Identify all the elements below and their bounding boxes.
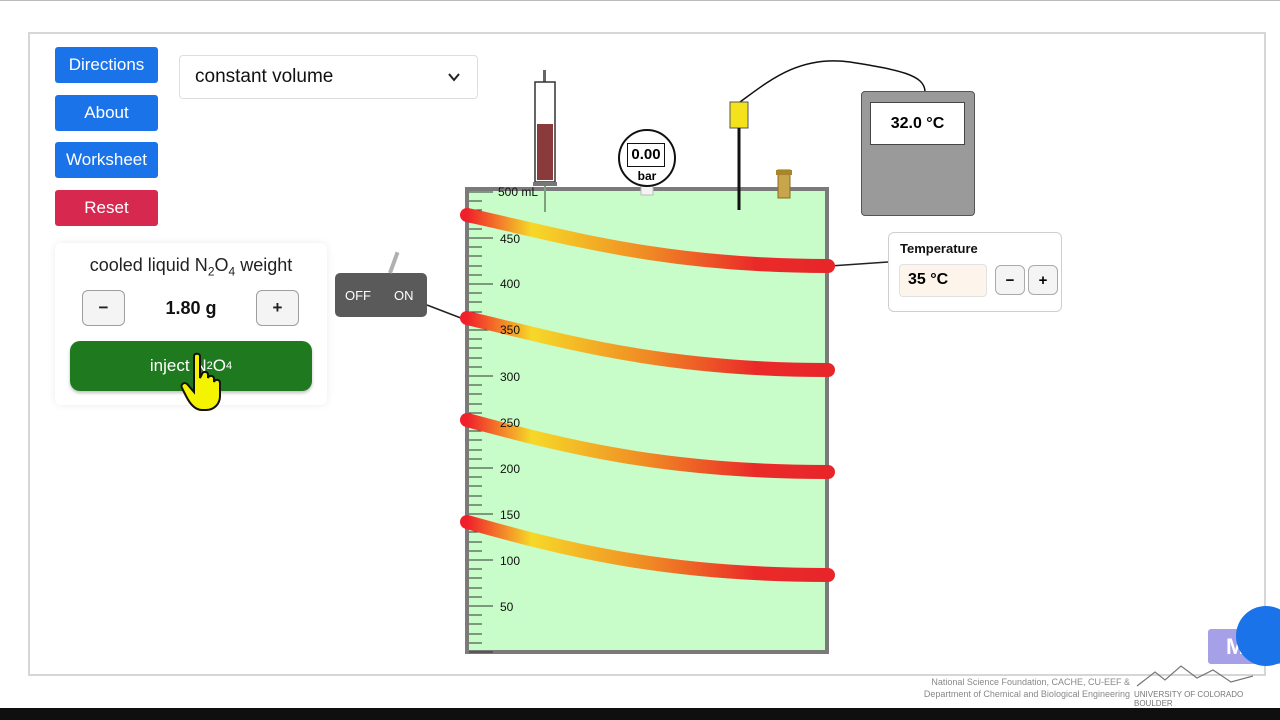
scale-label-100: 100 bbox=[500, 554, 521, 568]
switch-off-label: OFF bbox=[345, 288, 371, 303]
thermometer-display: 32.0 °C bbox=[870, 102, 965, 145]
worksheet-button[interactable]: Worksheet bbox=[55, 142, 158, 178]
temperature-title: Temperature bbox=[900, 241, 978, 256]
scale-label-450: 450 bbox=[500, 232, 521, 246]
weight-value: 1.80 g bbox=[165, 298, 217, 318]
temperature-decrease-button[interactable]: − bbox=[995, 265, 1025, 295]
heater-switch[interactable]: OFF ON bbox=[335, 251, 427, 317]
scale-label-200: 200 bbox=[500, 462, 521, 476]
floating-action-button[interactable] bbox=[1236, 606, 1280, 666]
directions-button[interactable]: Directions bbox=[55, 47, 158, 83]
pressure-value: 0.00 bbox=[627, 143, 665, 167]
scale-label-400: 400 bbox=[500, 277, 521, 291]
footer-credits: National Science Foundation, CACHE, CU-E… bbox=[923, 677, 1130, 699]
mode-select-value: constant volume bbox=[195, 66, 334, 87]
temperature-control: Temperature 35 °C − + bbox=[888, 232, 1062, 312]
mountain-logo-icon bbox=[1136, 665, 1254, 687]
chevron-down-icon bbox=[448, 73, 460, 82]
thermometer-readout: 32.0 °C bbox=[861, 91, 975, 216]
weight-decrease-button[interactable]: − bbox=[82, 290, 125, 326]
scale-label-350: 350 bbox=[500, 323, 521, 337]
scale-label-150: 150 bbox=[500, 508, 521, 522]
temperature-value[interactable]: 35 °C bbox=[899, 264, 987, 297]
footer-university-logo: UNIVERSITY OF COLORADO BOULDER bbox=[1134, 690, 1244, 708]
injection-title: cooled liquid N2O4 weight bbox=[89, 255, 293, 279]
top-divider bbox=[0, 0, 1280, 1]
pressure-unit: bar bbox=[637, 169, 657, 183]
injection-panel: cooled liquid N2O4 weight − 1.80 g + inj… bbox=[55, 243, 327, 405]
pressure-gauge: 0.00 bar bbox=[618, 129, 676, 187]
scale-label-300: 300 bbox=[500, 370, 521, 384]
temperature-increase-button[interactable]: + bbox=[1028, 265, 1058, 295]
mode-select[interactable]: constant volume bbox=[179, 55, 478, 99]
about-button[interactable]: About bbox=[55, 95, 158, 131]
reset-button[interactable]: Reset bbox=[55, 190, 158, 226]
scale-label-500: 500 mL bbox=[498, 185, 539, 199]
hand-cursor-icon bbox=[180, 352, 221, 411]
weight-increase-button[interactable]: + bbox=[256, 290, 299, 326]
bottom-bar bbox=[0, 708, 1280, 720]
scale-label-250: 250 bbox=[500, 416, 521, 430]
scale-label-50: 50 bbox=[500, 600, 514, 614]
switch-on-label: ON bbox=[394, 288, 414, 303]
